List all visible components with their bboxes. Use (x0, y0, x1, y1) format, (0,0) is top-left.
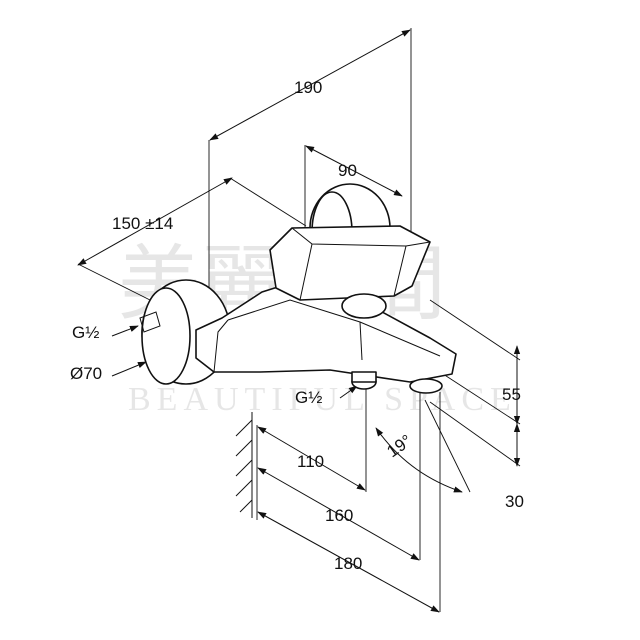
dim-label-outlet-position: 110 (297, 452, 324, 471)
spout-outlet (409, 378, 443, 394)
dim-label-overall-depth: 190 (294, 78, 322, 97)
dim-label-overall-reach: 180 (334, 554, 362, 573)
leader-lines (111, 325, 358, 399)
dim-label-spout-angle: 19° (383, 431, 415, 461)
dim-line-150 (77, 177, 233, 266)
dim-label-center-distance: 150 ±14 (112, 214, 173, 233)
left-escutcheon-front (141, 287, 191, 385)
angle-arc-19 (375, 427, 463, 493)
dim-label-escutcheon-diameter: Ø70 (70, 364, 102, 383)
dim-label-height-upper: 55 (502, 385, 521, 404)
dim-label-inlet-thread: G½ (72, 323, 99, 342)
dim-line-90 (305, 145, 403, 197)
lever-handle (269, 225, 431, 301)
dim-line-190 (209, 29, 411, 141)
dimension-lines (77, 29, 521, 613)
cartridge-base (341, 293, 387, 319)
faucet-body (139, 183, 457, 394)
dim-label-handle-depth: 90 (338, 161, 357, 180)
dim-line-180 (257, 511, 440, 613)
watermark-text: BEAUTIFUL SPACE (128, 381, 517, 418)
dim-label-height-lower: 30 (505, 492, 524, 511)
dim-label-spout-reach: 160 (325, 506, 353, 525)
dim-label-outlet-thread: G½ (295, 388, 322, 407)
wall-hatching (235, 412, 253, 518)
mixer-body (195, 279, 457, 383)
